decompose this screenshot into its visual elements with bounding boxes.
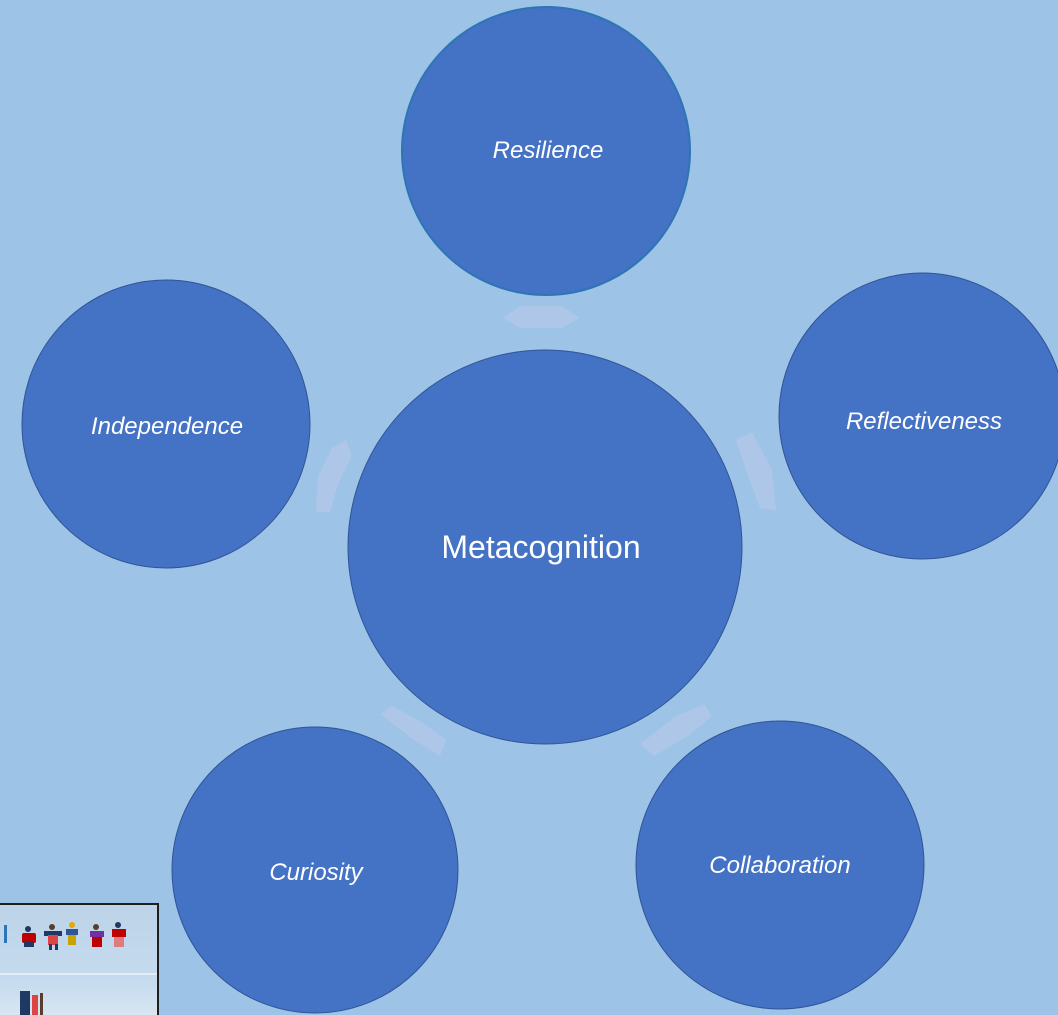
children-figures-icon: [4, 922, 126, 1015]
arrow-to-curiosity: [380, 706, 446, 756]
arrow-to-independence: [316, 440, 352, 512]
node-reflectiveness: Reflectiveness: [778, 272, 1058, 560]
arrow-to-resilience: [503, 306, 580, 328]
node-reflectiveness-label: Reflectiveness: [846, 408, 1002, 435]
arrow-to-reflectiveness: [736, 432, 776, 510]
center-label: Metacognition: [441, 529, 640, 565]
node-curiosity: Curiosity: [171, 726, 459, 1014]
thumbnail-divider: [0, 973, 157, 975]
node-independence: Independence: [21, 279, 311, 569]
arrow-to-collaboration: [640, 704, 712, 756]
node-collaboration: Collaboration: [635, 720, 925, 1010]
node-independence-label: Independence: [91, 413, 243, 440]
thumbnail-image: [0, 903, 159, 1015]
node-resilience: Resilience: [401, 6, 691, 296]
node-curiosity-label: Curiosity: [269, 859, 364, 886]
node-collaboration-label: Collaboration: [709, 852, 850, 879]
node-resilience-label: Resilience: [493, 137, 604, 164]
node-metacognition: Metacognition: [347, 349, 743, 745]
